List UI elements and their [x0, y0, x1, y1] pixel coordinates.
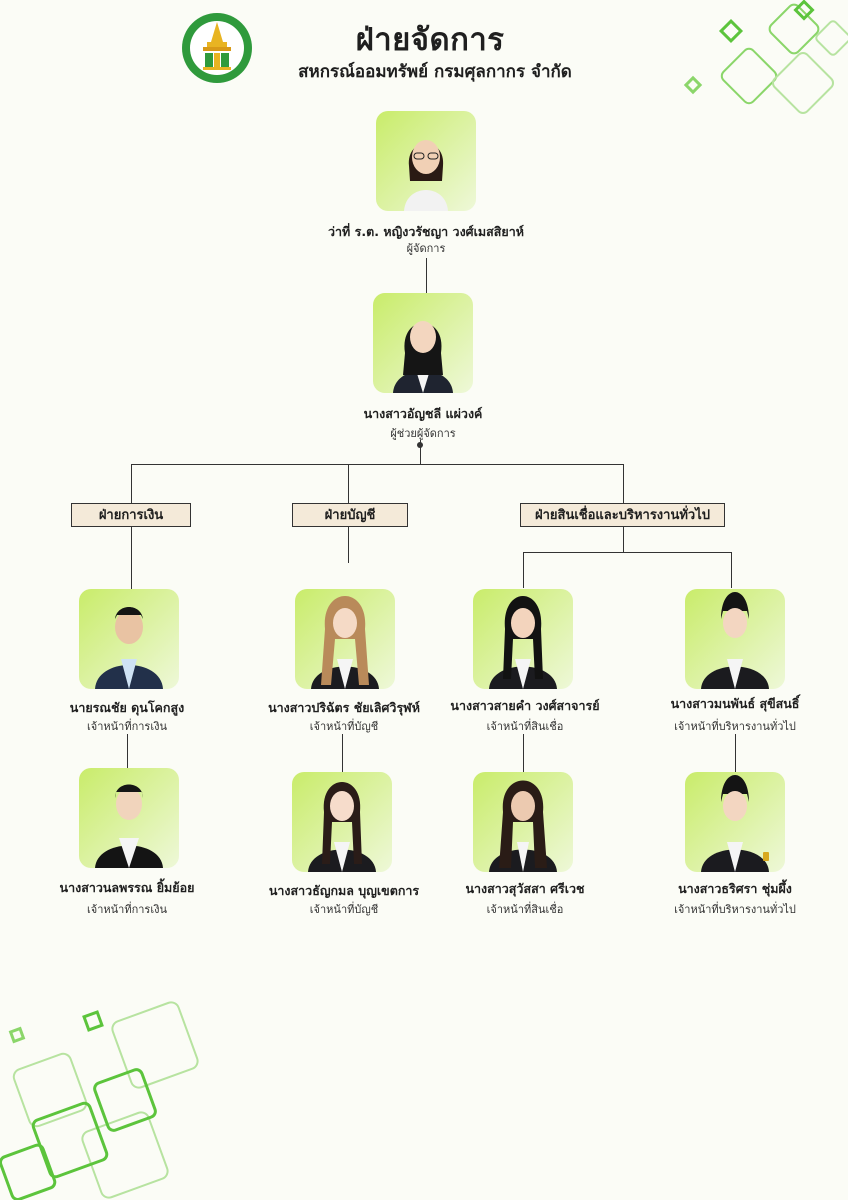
staff-role: เจ้าหน้าที่สินเชื่อ: [486, 903, 564, 916]
connector-finance-down: [131, 527, 132, 589]
staff-role: เจ้าหน้าที่การเงิน: [87, 720, 167, 733]
connector-acc-staff: [342, 734, 343, 772]
cooperative-logo: [182, 13, 252, 83]
page-subtitle: สหกรณ์ออมทรัพย์ กรมศุลกากร จำกัด: [298, 62, 572, 82]
photo-cre2: [473, 772, 573, 872]
staff-name: นางสาวสุวัสสา ศรีเวช: [465, 881, 585, 896]
connector-credit-left: [523, 552, 524, 588]
connector-assistant-down: [420, 440, 421, 464]
photo-assistant: [373, 293, 473, 393]
connector-credit-bus: [523, 552, 731, 553]
connector-credit-down: [623, 527, 624, 552]
staff-name: นายรณชัย ดุนโคกสูง: [69, 700, 185, 715]
connector-dot: [417, 442, 423, 448]
connector-accounting-down: [348, 527, 349, 563]
connector-gen-staff: [735, 734, 736, 772]
decorative-squares-top-right: [683, 0, 848, 115]
photo-gen1: [685, 589, 785, 689]
photo-manager: [376, 111, 476, 211]
staff-role: เจ้าหน้าที่สินเชื่อ: [486, 720, 564, 733]
staff-name: นางสาวมนพันธ์ สุขีสนธิ์: [670, 696, 800, 711]
connector-dept-bus: [131, 464, 623, 465]
staff-name: นางสาวปริฉัตร ชัยเลิศวิรุฬห์: [268, 700, 420, 715]
assistant-name: นางสาวอัญชลี แผ่วงค์: [363, 406, 483, 421]
connector-credit-up: [623, 464, 624, 503]
staff-role: เจ้าหน้าที่บัญชี: [309, 720, 379, 733]
photo-fin1: [79, 589, 179, 689]
connector-cre-staff: [523, 734, 524, 772]
connector-finance-up: [131, 464, 132, 503]
connector-accounting-up: [348, 464, 349, 503]
connector-credit-right: [731, 552, 732, 588]
dept-credit-general: ฝ่ายสินเชื่อและบริหารงานทั่วไป: [520, 503, 725, 527]
manager-name: ว่าที่ ร.ต. หญิงวรัชญา วงศ์เมสสิยาห์: [328, 224, 524, 239]
staff-role: เจ้าหน้าที่การเงิน: [87, 903, 167, 916]
staff-role: เจ้าหน้าที่บริหารงานทั่วไป: [674, 720, 796, 733]
connector-manager-assistant: [426, 258, 427, 294]
photo-gen2: [685, 772, 785, 872]
staff-role: เจ้าหน้าที่บัญชี: [309, 903, 379, 916]
staff-name: นางสาวสายคำ วงศ์สาจารย์: [450, 698, 600, 713]
assistant-role: ผู้ช่วยผู้จัดการ: [390, 427, 456, 440]
manager-role: ผู้จัดการ: [406, 242, 446, 255]
staff-name: นางสาวธริศรา ชุ่มผึ้ง: [678, 881, 792, 896]
photo-cre1: [473, 589, 573, 689]
staff-role: เจ้าหน้าที่บริหารงานทั่วไป: [674, 903, 796, 916]
page-title: ฝ่ายจัดการ: [355, 22, 505, 58]
photo-acc1: [295, 589, 395, 689]
connector-fin-staff: [127, 734, 128, 768]
dept-accounting: ฝ่ายบัญชี: [292, 503, 408, 527]
photo-acc2: [292, 772, 392, 872]
staff-name: นางสาวนลพรรณ ยิ้มย้อย: [59, 880, 195, 895]
decorative-squares-bottom-left: [0, 1001, 199, 1200]
photo-fin2: [79, 768, 179, 868]
dept-finance: ฝ่ายการเงิน: [71, 503, 191, 527]
staff-name: นางสาวธัญกมล บุญเขตการ: [268, 883, 420, 898]
